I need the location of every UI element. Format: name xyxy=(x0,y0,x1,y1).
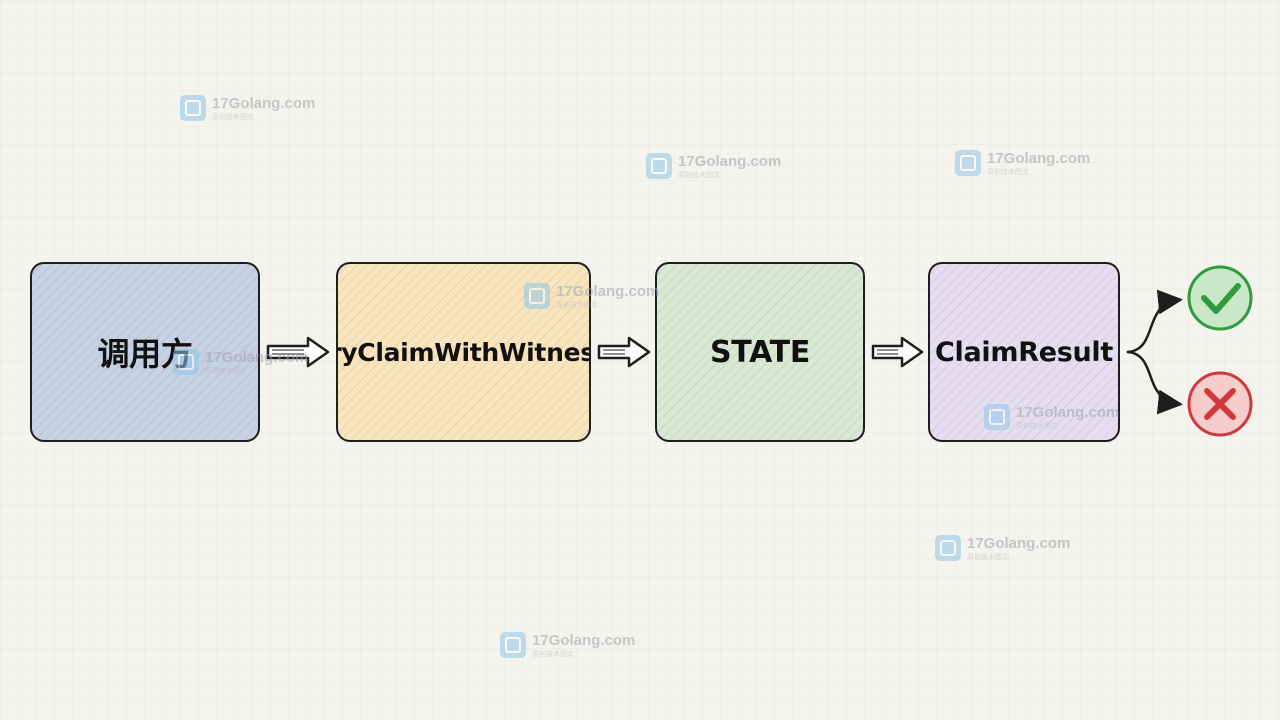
watermark-logo-icon xyxy=(646,153,672,179)
watermark-text: 17Golang.com xyxy=(205,348,309,366)
watermark-subtext: 原创技术图文 xyxy=(212,112,254,121)
node-state: STATE xyxy=(655,262,865,442)
watermark-text: 17Golang.com xyxy=(556,282,660,300)
arrow-state-to-result xyxy=(871,336,924,368)
watermark-subtext: 原创技术图文 xyxy=(1016,421,1058,430)
watermark-subtext: 原创技术图文 xyxy=(967,552,1009,561)
watermark-text: 17Golang.com xyxy=(212,94,316,112)
watermark-subtext: 原创技术图文 xyxy=(532,649,574,658)
watermark-logo-icon xyxy=(180,95,206,121)
watermark-subtext: 原创技术图文 xyxy=(205,366,247,375)
node-claim-result-label: ClaimResult xyxy=(935,336,1113,368)
watermark-logo-icon xyxy=(173,349,199,375)
watermark-text: 17Golang.com xyxy=(1016,403,1120,421)
arrow-try-to-state xyxy=(597,336,651,368)
branch-connector xyxy=(1126,289,1183,415)
watermark-logo-icon xyxy=(984,404,1010,430)
watermark-subtext: 原创技术图文 xyxy=(678,170,720,179)
failure-cross-icon xyxy=(1187,371,1253,437)
arrow-caller-to-try xyxy=(266,336,330,368)
watermark-text: 17Golang.com xyxy=(678,152,782,170)
node-claim-result: ClaimResult xyxy=(928,262,1120,442)
node-state-label: STATE xyxy=(709,334,811,370)
watermark-text: 17Golang.com xyxy=(967,534,1071,552)
node-try-claim-with-witness: tryClaimWithWitness xyxy=(336,262,591,442)
watermark-subtext: 原创技术图文 xyxy=(987,167,1029,176)
node-try-claim-label: tryClaimWithWitness xyxy=(338,337,589,367)
watermark-text: 17Golang.com xyxy=(532,631,636,649)
watermark-subtext: 原创技术图文 xyxy=(556,300,598,309)
success-checkmark-icon xyxy=(1187,265,1253,331)
watermark-logo-icon xyxy=(524,283,550,309)
watermark-logo-icon xyxy=(955,150,981,176)
node-caller: 调用方 xyxy=(30,262,260,442)
watermark-text: 17Golang.com xyxy=(987,149,1091,167)
watermark-logo-icon xyxy=(500,632,526,658)
watermark-logo-icon xyxy=(935,535,961,561)
